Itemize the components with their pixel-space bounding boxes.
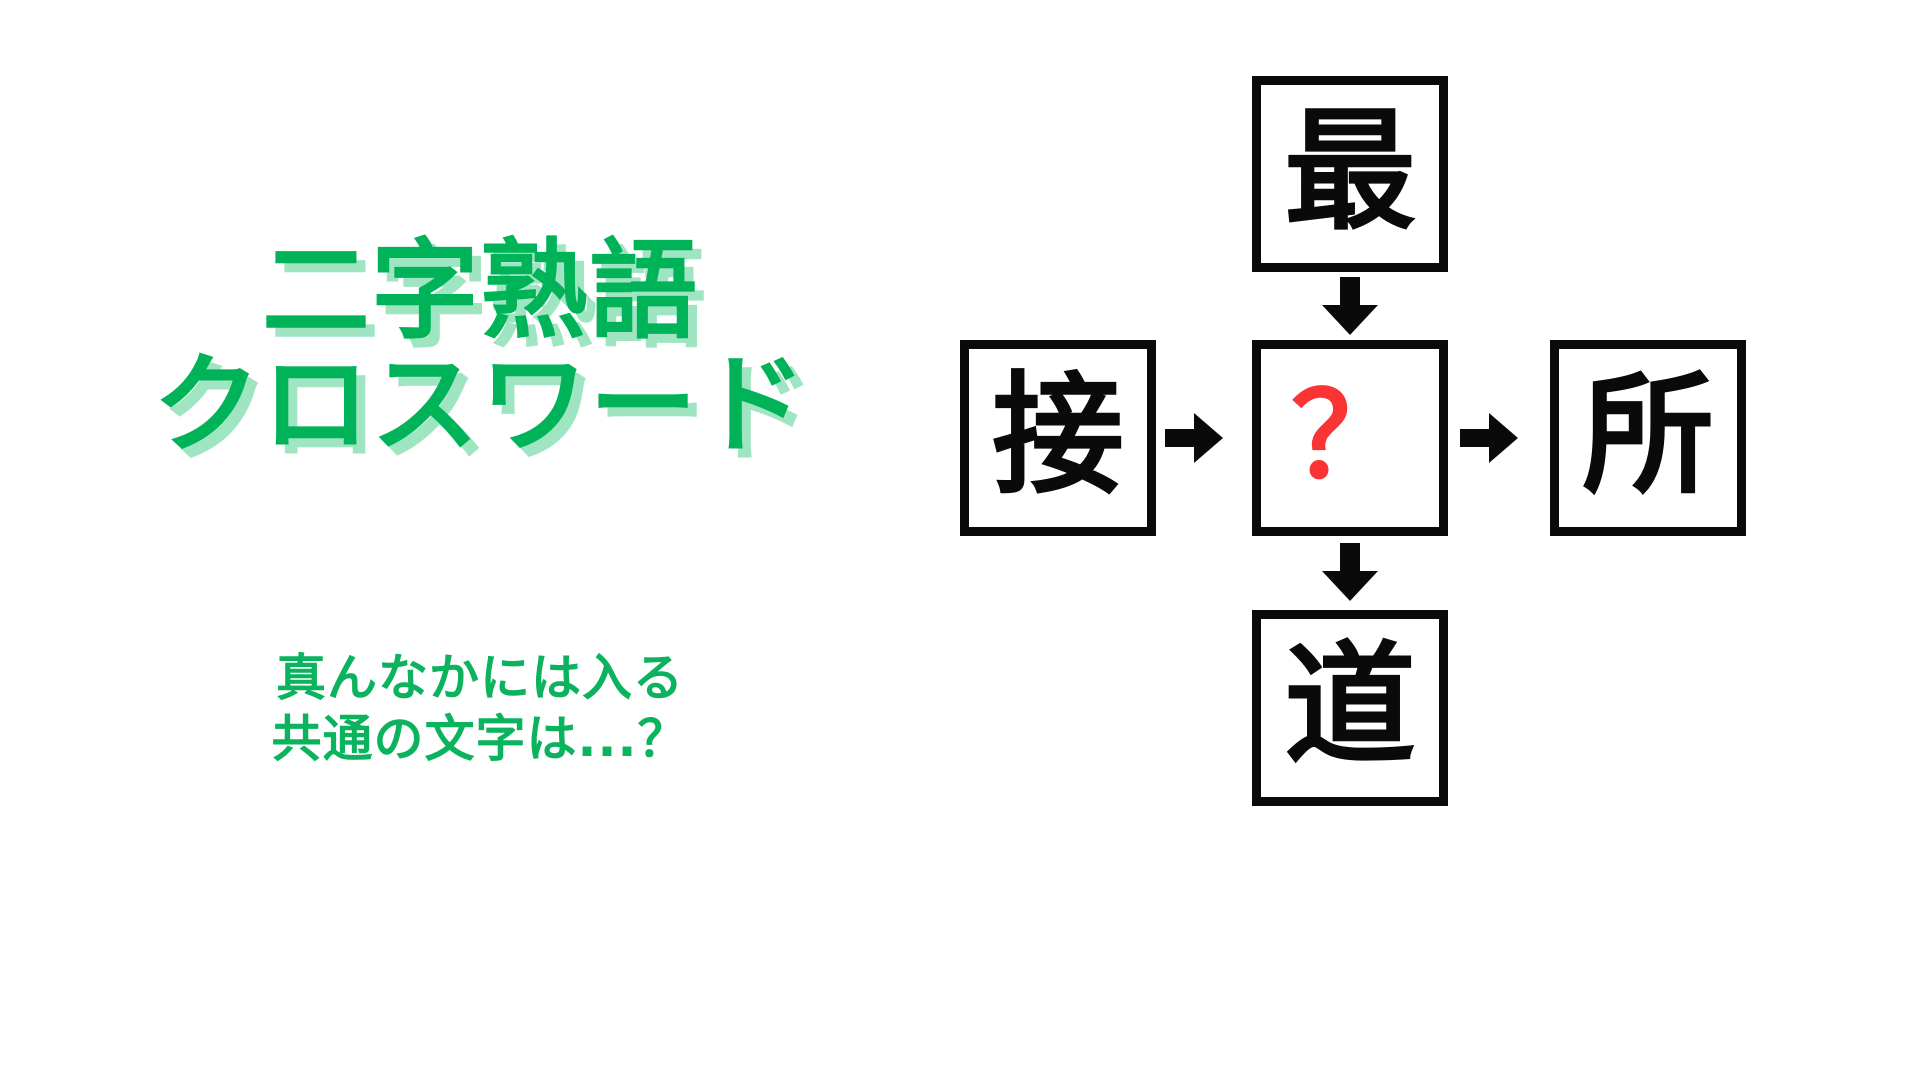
crossword-diagram: 最 接 ？ 所 bbox=[960, 0, 1920, 1080]
arrow-down-icon bbox=[1322, 543, 1378, 601]
subtitle: 真んなかには入る 共通の文字は...？ bbox=[0, 648, 960, 770]
puzzle-cell-center-glyph: ？ bbox=[1290, 367, 1409, 505]
puzzle-cell-left-glyph: 接 bbox=[992, 359, 1124, 513]
puzzle-cell-top-glyph: 最 bbox=[1284, 95, 1416, 249]
title-panel: 二字熟語 クロスワード 真んなかには入る 共通の文字は...？ bbox=[0, 229, 960, 770]
puzzle-cell-top: 最 bbox=[1252, 76, 1448, 272]
puzzle-cell-center[interactable]: ？ bbox=[1252, 340, 1448, 536]
subtitle-line-2: 共通の文字は...？ bbox=[271, 710, 689, 768]
puzzle-cell-right: 所 bbox=[1550, 340, 1746, 536]
arrow-down-icon bbox=[1322, 277, 1378, 335]
title-line-1: 二字熟語 bbox=[261, 229, 699, 354]
puzzle-cell-left: 接 bbox=[960, 340, 1156, 536]
puzzle-cell-bottom: 道 bbox=[1252, 610, 1448, 806]
puzzle-cell-bottom-glyph: 道 bbox=[1284, 629, 1416, 783]
page-title: 二字熟語 クロスワード bbox=[0, 229, 960, 469]
title-line-2: クロスワード bbox=[152, 343, 808, 469]
subtitle-line-1: 真んなかには入る bbox=[276, 649, 684, 707]
puzzle-cell-right-glyph: 所 bbox=[1582, 359, 1714, 513]
arrow-right-icon bbox=[1165, 413, 1223, 463]
arrow-right-icon bbox=[1460, 413, 1518, 463]
